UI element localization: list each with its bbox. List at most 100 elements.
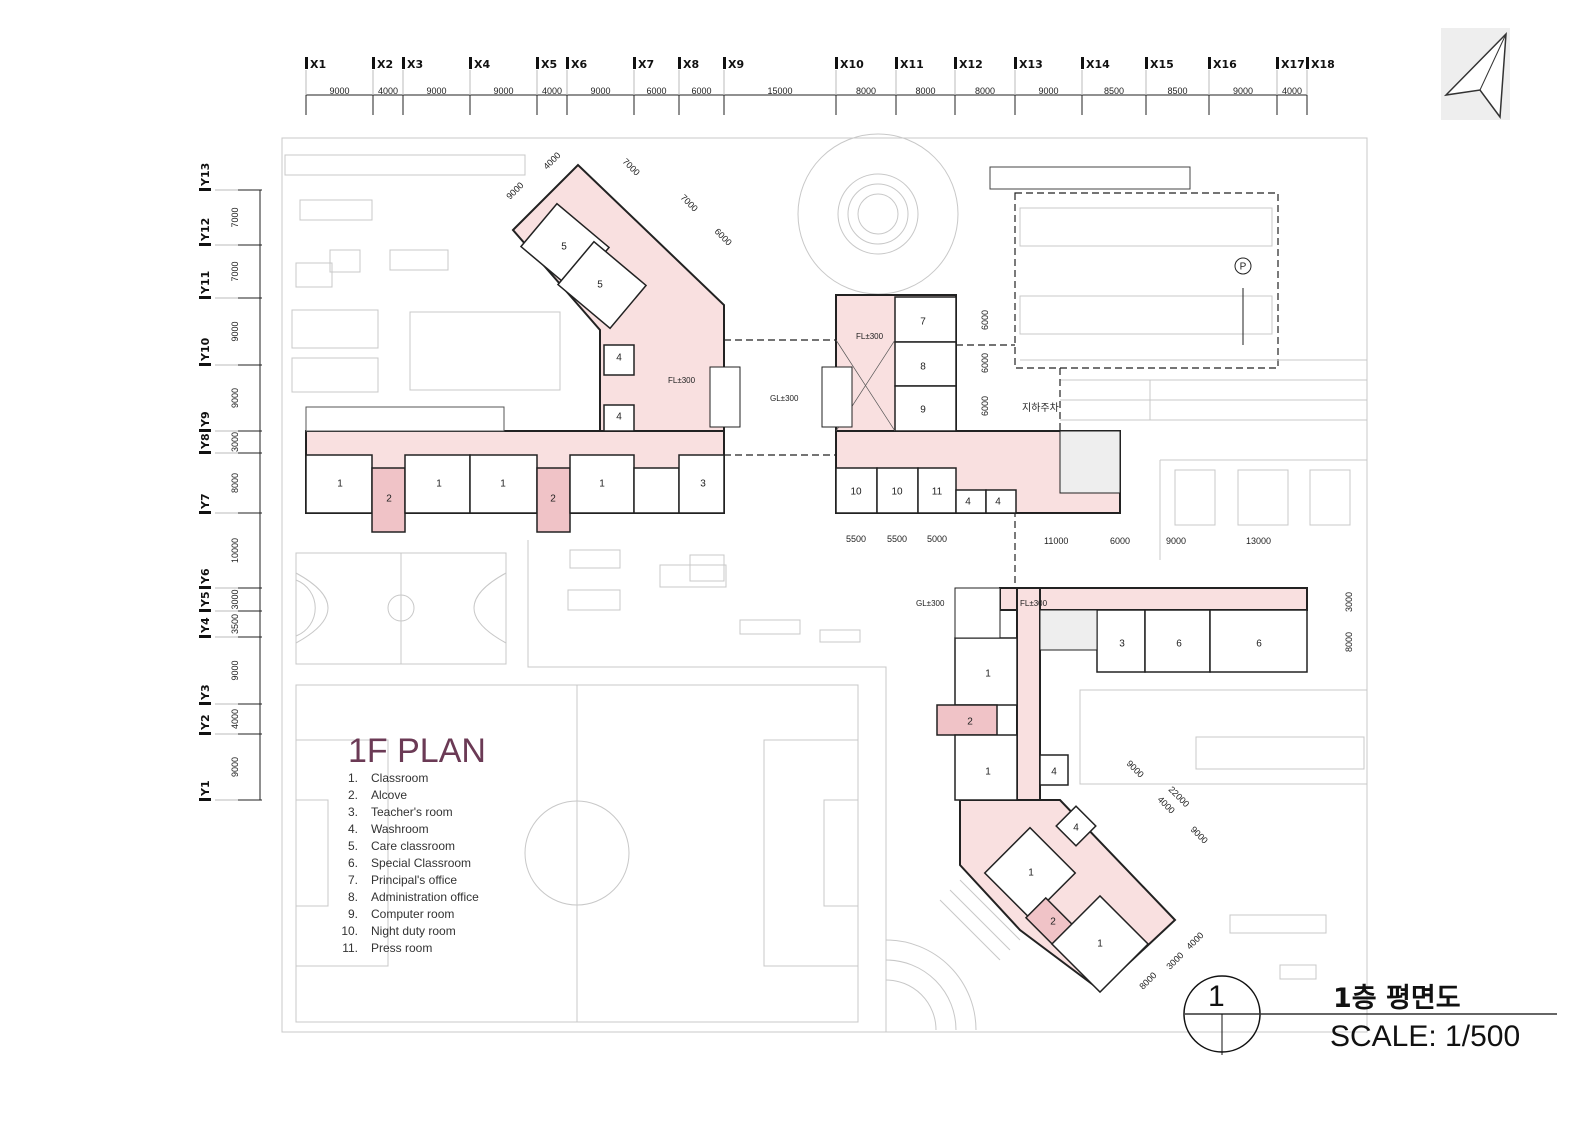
parking-area: P bbox=[989, 166, 1367, 421]
room-number: 5 bbox=[561, 242, 567, 253]
legend-item: 9.Computer room bbox=[340, 906, 486, 923]
y-grid-label: Y1 bbox=[199, 780, 212, 797]
y-grid-label: Y2 bbox=[199, 714, 212, 731]
grid-marker bbox=[199, 296, 211, 299]
x-grid-label: X17 bbox=[1281, 58, 1305, 71]
room-number: 10 bbox=[850, 487, 862, 498]
x-grid-label: X12 bbox=[959, 58, 983, 71]
room-number: 1 bbox=[985, 767, 991, 778]
legend-label: Administration office bbox=[371, 890, 479, 904]
grid-marker bbox=[402, 57, 405, 69]
x-grid-label: X1 bbox=[310, 58, 326, 71]
building-central bbox=[821, 294, 1121, 514]
legend-number: 4. bbox=[347, 822, 358, 836]
plan-dimension: 5500 bbox=[846, 534, 866, 544]
plan-dimension: 6000 bbox=[980, 353, 990, 373]
drawing-scale: SCALE: 1/500 bbox=[1330, 1020, 1521, 1053]
grid-marker bbox=[835, 57, 838, 69]
x-grid-label: X4 bbox=[474, 58, 490, 71]
legend-number: 3. bbox=[347, 805, 358, 819]
legend-title: 1F PLAN bbox=[348, 732, 486, 770]
legend-item: 7.Principal's office bbox=[340, 872, 486, 889]
level-annotation: GL±300 bbox=[916, 599, 945, 608]
grid-marker bbox=[199, 798, 211, 801]
x-dimension: 8000 bbox=[856, 86, 876, 96]
legend-number: 2. bbox=[347, 788, 358, 802]
plan-dimension: 5000 bbox=[927, 534, 947, 544]
y-dimension: 9000 bbox=[230, 321, 240, 341]
parking-symbol: P bbox=[1240, 262, 1247, 273]
grid-marker bbox=[199, 609, 211, 612]
x-grid-label: X8 bbox=[683, 58, 699, 71]
y-dimension: 3000 bbox=[230, 589, 240, 609]
legend-label: Press room bbox=[371, 941, 433, 955]
legend-item: 8. Administration office bbox=[340, 889, 486, 906]
room-number: 10 bbox=[891, 487, 903, 498]
x-dimension: 9000 bbox=[426, 86, 446, 96]
plan-dimension: 4000 bbox=[541, 150, 562, 171]
plan-dimension: 6000 bbox=[980, 310, 990, 330]
room-number: 4 bbox=[616, 353, 622, 364]
room-number: 2 bbox=[386, 494, 392, 505]
legend-label: Alcove bbox=[371, 788, 408, 802]
legend-label: Classroom bbox=[371, 771, 429, 785]
y-dimension: 10000 bbox=[230, 538, 240, 563]
legend-number: 8. bbox=[347, 890, 358, 904]
x-dimension: 4000 bbox=[542, 86, 562, 96]
y-grid-label: Y9 bbox=[199, 411, 212, 428]
grid-marker bbox=[1276, 57, 1279, 69]
legend-item: 2. Alcove bbox=[340, 787, 486, 804]
x-dimension: 9000 bbox=[493, 86, 513, 96]
y-dimension: 9000 bbox=[230, 660, 240, 680]
drawing-title-symbol bbox=[1183, 975, 1557, 1055]
plan-dimension: 9000 bbox=[1189, 824, 1210, 845]
x-dimension: 9000 bbox=[1233, 86, 1253, 96]
grid-marker bbox=[199, 451, 211, 454]
x-grid-label: X15 bbox=[1150, 58, 1174, 71]
room-number: 1 bbox=[1097, 939, 1103, 950]
grid-marker bbox=[199, 732, 211, 735]
legend-item: 4. Washroom bbox=[340, 821, 486, 838]
room-number: 1 bbox=[985, 669, 991, 680]
grid-marker bbox=[199, 586, 211, 589]
legend-item: 5.Care classroom bbox=[340, 838, 486, 855]
grid-marker bbox=[372, 57, 375, 69]
room-number: 4 bbox=[995, 497, 1001, 508]
legend-number: 7. bbox=[347, 873, 358, 887]
x-dimension: 15000 bbox=[767, 86, 792, 96]
sheet-number: 1 bbox=[1208, 980, 1225, 1013]
grid-marker bbox=[895, 57, 898, 69]
legend-item: 11.Press room bbox=[340, 940, 486, 957]
y-dimension: 9000 bbox=[230, 757, 240, 777]
y-dimension: 3500 bbox=[230, 614, 240, 634]
grid-marker bbox=[469, 57, 472, 69]
grid-marker bbox=[536, 57, 539, 69]
x-grid-label: X13 bbox=[1019, 58, 1043, 71]
x-grid-label: X6 bbox=[571, 58, 587, 71]
room-number: 1 bbox=[1028, 868, 1034, 879]
y-grid-label: Y10 bbox=[199, 337, 212, 362]
room-number: 8 bbox=[920, 362, 926, 373]
x-dimension: 9000 bbox=[590, 86, 610, 96]
plan-dimension: 9000 bbox=[504, 180, 525, 201]
grid-marker bbox=[633, 57, 636, 69]
grid-marker bbox=[566, 57, 569, 69]
room-number: 4 bbox=[616, 412, 622, 423]
y-grid-label: Y6 bbox=[199, 568, 212, 585]
building-west bbox=[305, 163, 741, 533]
legend-label: Washroom bbox=[371, 822, 429, 836]
grid-marker bbox=[199, 429, 211, 432]
grid-marker bbox=[199, 635, 211, 638]
room-number: 3 bbox=[1119, 639, 1125, 650]
grid-marker bbox=[199, 188, 211, 191]
room-number: 1 bbox=[500, 479, 506, 490]
grid-marker bbox=[199, 702, 211, 705]
room-number: 1 bbox=[337, 479, 343, 490]
plan-dimension: 11000 bbox=[1044, 536, 1068, 546]
x-grid-label: X10 bbox=[840, 58, 864, 71]
y-grid-label: Y3 bbox=[199, 684, 212, 701]
x-grid-label: X3 bbox=[407, 58, 423, 71]
y-grid-label: Y7 bbox=[199, 493, 212, 510]
